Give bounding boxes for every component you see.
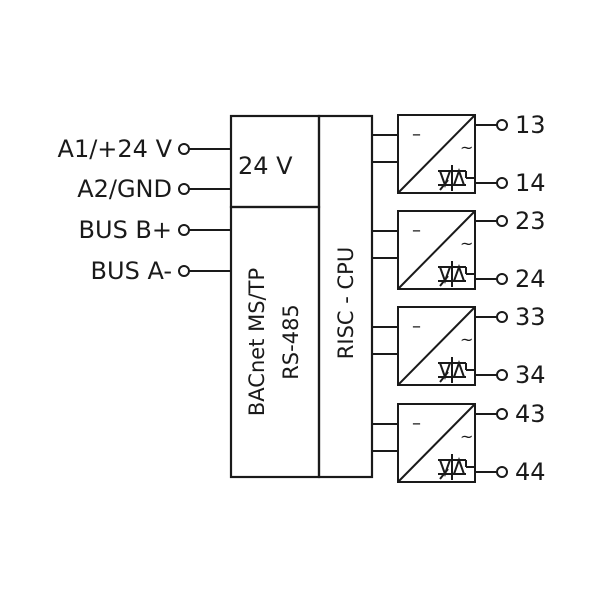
relay-module-2: – ~23 24: [372, 207, 546, 293]
terminal-label-bottom: 44: [515, 458, 546, 486]
relay-module-3: – ~33 34: [372, 303, 546, 389]
relay-box: [397, 306, 476, 386]
relay-box: [397, 114, 476, 194]
triac-icon: [438, 261, 475, 287]
input-terminal-bus-a: BUS A-: [91, 257, 231, 285]
input-label-a2: A2/GND: [77, 175, 172, 203]
dc-symbol: –: [412, 413, 421, 434]
dc-symbol: –: [412, 124, 421, 145]
terminal-circle: [178, 143, 190, 155]
comm-label-line1: BACnet MS/TP: [245, 268, 269, 416]
relay-diagonal: [397, 114, 476, 194]
output-terminal-circle: [496, 369, 508, 381]
terminal-label-bottom: 14: [515, 169, 546, 197]
cpu-label: RISC - CPU: [334, 247, 358, 359]
relay-diagonal: [397, 306, 476, 386]
terminal-circle: [178, 183, 190, 195]
dc-symbol: –: [412, 316, 421, 337]
terminal-label-top: 33: [515, 303, 546, 331]
terminal-label-top: 13: [515, 111, 546, 139]
triac-icon: [438, 165, 475, 191]
relay-module-4: – ~43 44: [372, 400, 546, 486]
relay-module-1: – ~13 14: [372, 111, 546, 197]
dc-symbol: –: [412, 220, 421, 241]
triac-icon: [438, 357, 475, 383]
relay-box: [397, 403, 476, 483]
comm-label-line2: RS-485: [279, 304, 303, 380]
cpu-block: RISC - CPU: [317, 114, 374, 479]
terminal-label-bottom: 34: [515, 361, 546, 389]
relay-diagonal: [397, 210, 476, 290]
input-terminal-bus-b: BUS B+: [79, 216, 231, 244]
output-terminal-circle: [496, 119, 508, 131]
output-terminal-circle: [496, 311, 508, 323]
terminal-label-top: 23: [515, 207, 546, 235]
comm-block: BACnet MS/TP RS-485: [229, 205, 321, 479]
output-terminal-circle: [496, 466, 508, 478]
relay-diagonal: [397, 403, 476, 483]
relay-box: [397, 210, 476, 290]
ac-symbol: ~: [460, 330, 473, 349]
output-terminal-circle: [496, 177, 508, 189]
power-label: 24 V: [238, 152, 293, 180]
terminal-label-bottom: 24: [515, 265, 546, 293]
ac-symbol: ~: [460, 234, 473, 253]
terminal-label-top: 43: [515, 400, 546, 428]
power-block: 24 V: [229, 114, 321, 209]
terminal-circle: [178, 224, 190, 236]
output-terminal-circle: [496, 408, 508, 420]
input-terminal-a2: A2/GND: [77, 175, 231, 203]
input-terminal-a1: A1/+24 V: [58, 135, 231, 163]
input-label-bus-b: BUS B+: [79, 216, 172, 244]
ac-symbol: ~: [460, 427, 473, 446]
cpu-block-outline: [317, 114, 374, 479]
input-label-bus-a: BUS A-: [91, 257, 172, 285]
terminal-circle: [178, 265, 190, 277]
output-terminal-circle: [496, 215, 508, 227]
triac-icon: [438, 454, 475, 480]
ac-symbol: ~: [460, 138, 473, 157]
output-terminal-circle: [496, 273, 508, 285]
input-label-a1: A1/+24 V: [58, 135, 173, 163]
relay-modules: – ~13 14 – ~23 24 – ~33 34 – ~43 44: [372, 111, 546, 486]
